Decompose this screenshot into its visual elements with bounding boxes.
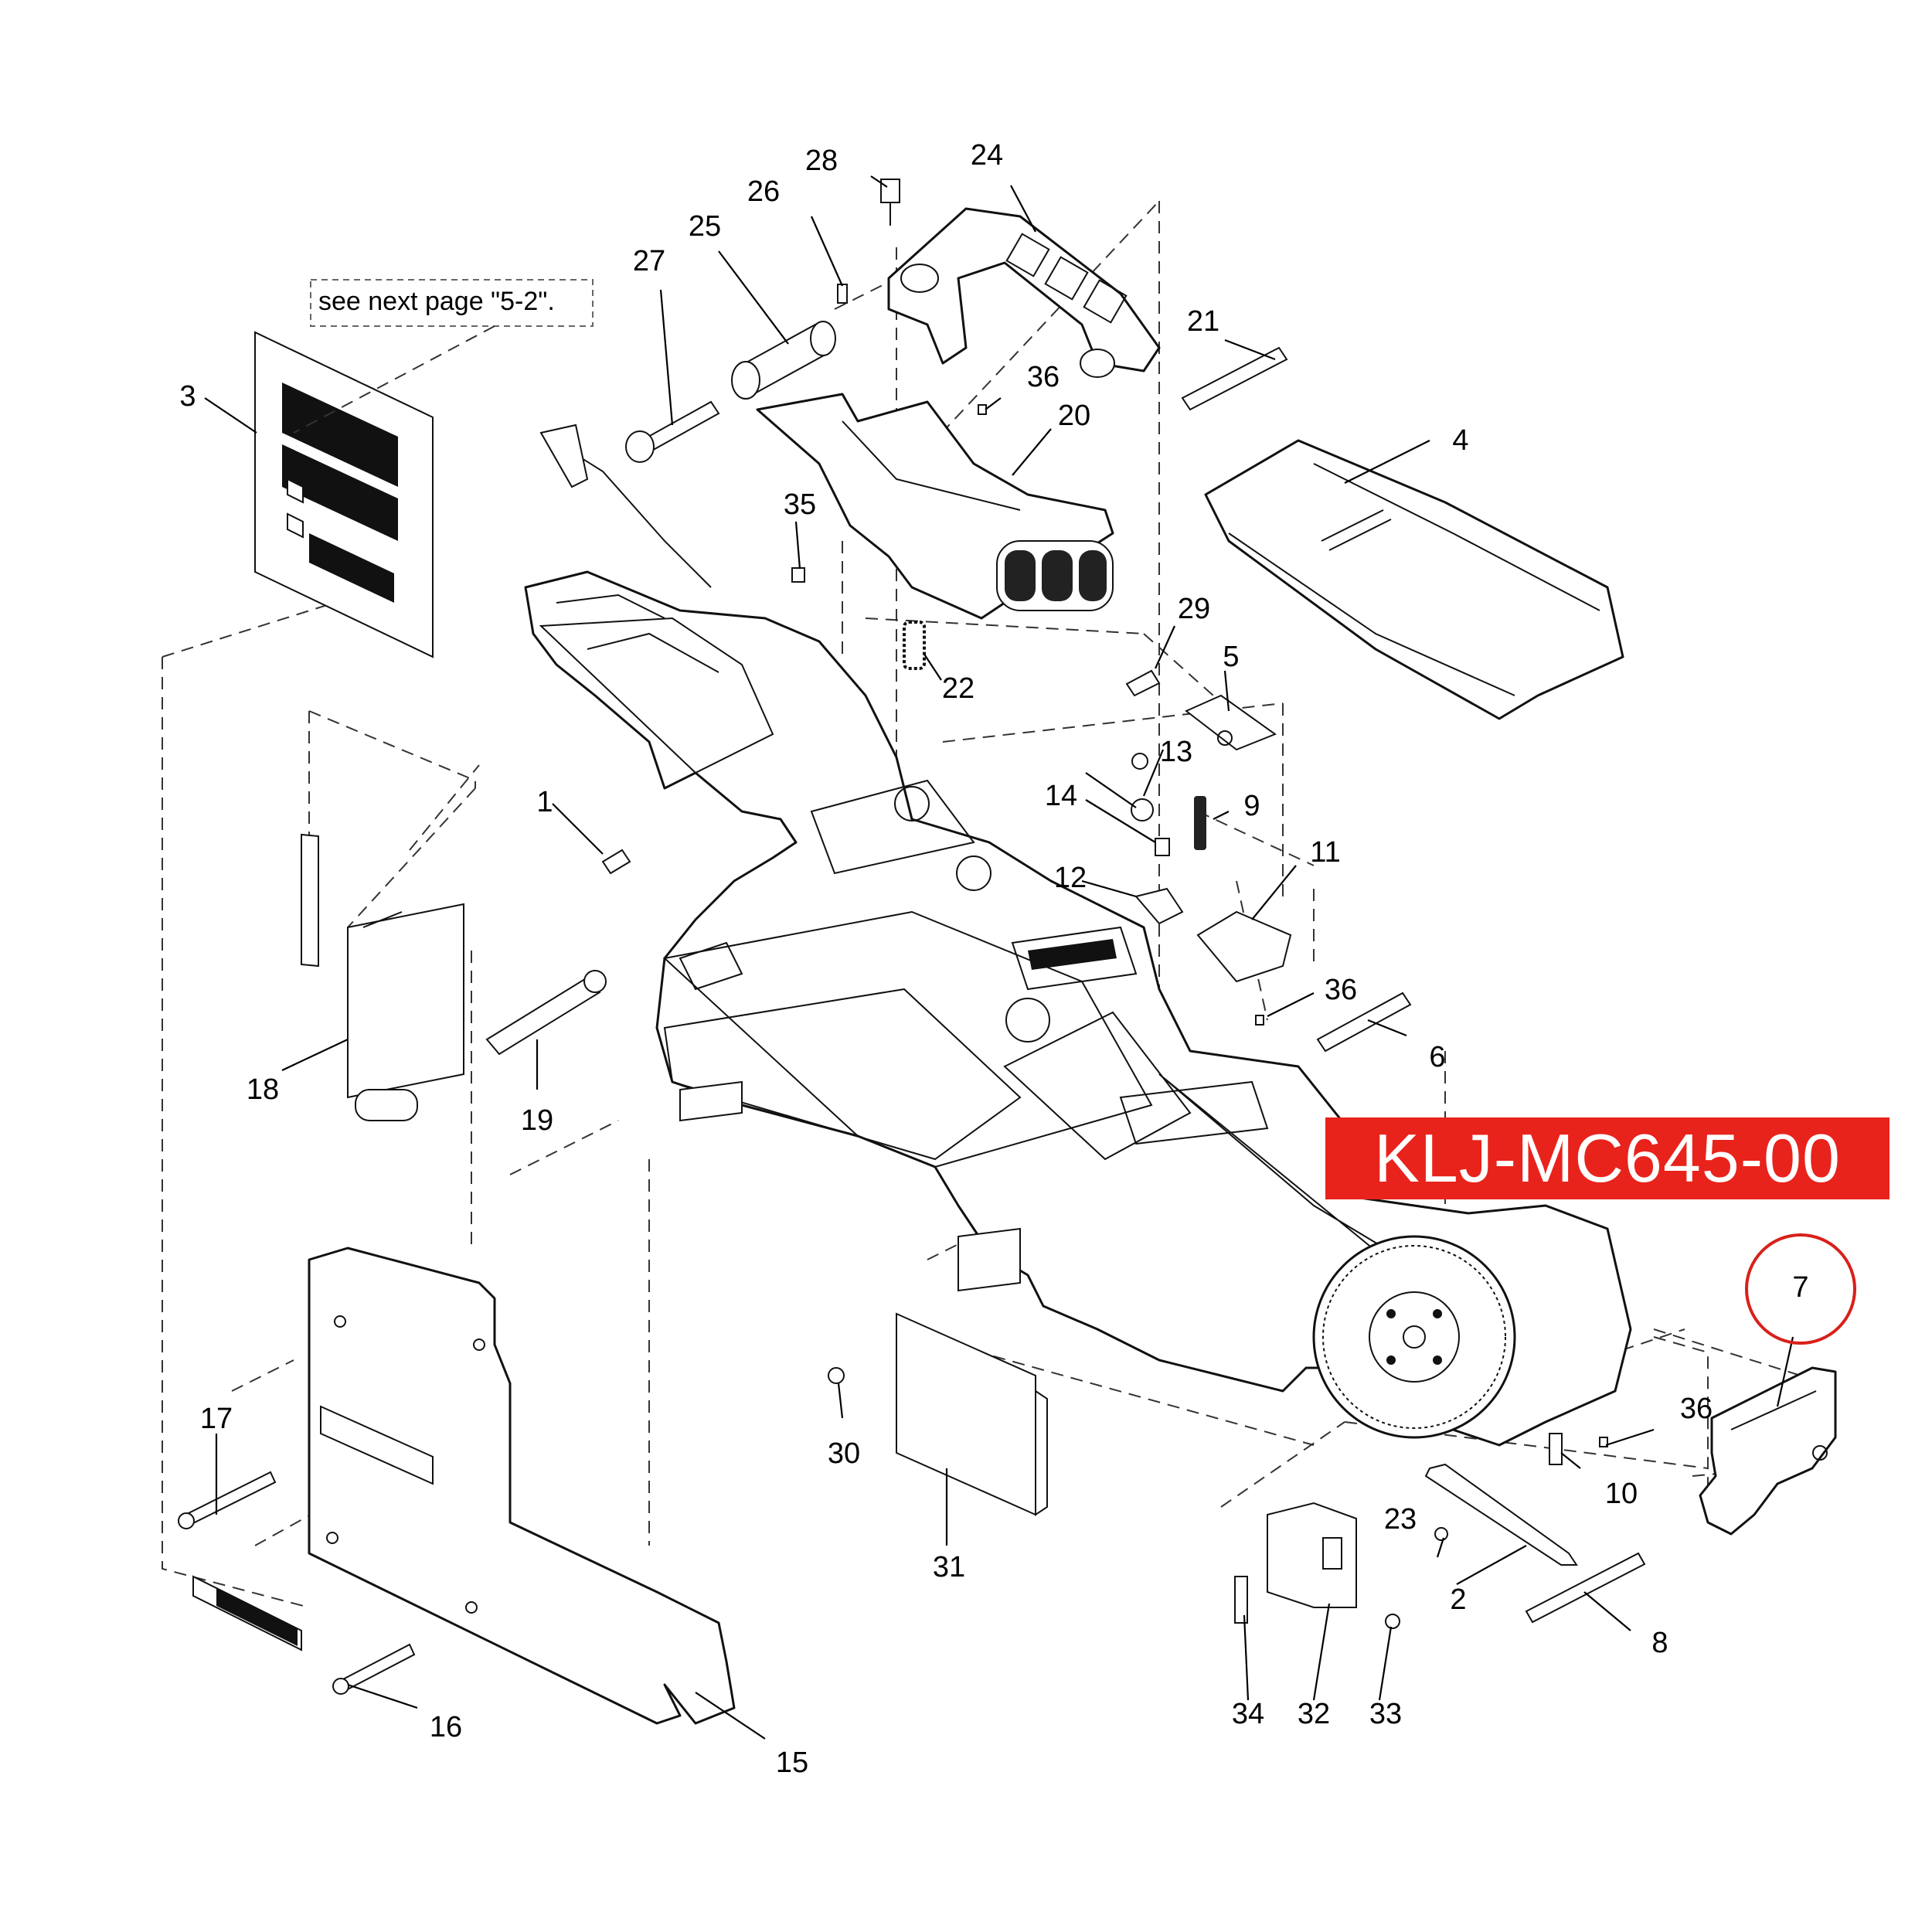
part-17-bolt xyxy=(178,1471,277,1529)
callout-10: 10 xyxy=(1605,1478,1638,1510)
callout-30: 30 xyxy=(828,1437,860,1470)
callout-23: 23 xyxy=(1384,1503,1417,1536)
spring-wire xyxy=(539,423,712,588)
callout-28: 28 xyxy=(805,145,838,177)
part-33-screw xyxy=(1385,1614,1400,1629)
note-see-next-page: see next page "5-2". xyxy=(293,279,594,434)
callout-1: 1 xyxy=(536,786,553,818)
part-4-tape-guide xyxy=(1204,439,1624,720)
callout-11: 11 xyxy=(1310,836,1340,869)
part-34-tab xyxy=(1234,1576,1248,1624)
note-text: see next page "5-2". xyxy=(318,287,555,316)
part-23-screw xyxy=(1434,1527,1448,1541)
part-27-bolt xyxy=(625,400,720,463)
part-22-spring xyxy=(903,621,926,670)
callout-19: 19 xyxy=(521,1104,553,1137)
part-12-bracket xyxy=(1134,887,1184,925)
part-35-pin xyxy=(791,567,805,583)
callout-8: 8 xyxy=(1651,1627,1668,1659)
callout-9: 9 xyxy=(1243,790,1260,822)
callout-13: 13 xyxy=(1160,736,1192,768)
part-5-block xyxy=(1185,694,1277,751)
part-11-block xyxy=(1196,910,1292,983)
product-code-banner: KLJ-MC645-00 xyxy=(1374,1120,1841,1196)
part-28-screw xyxy=(880,179,900,226)
part-6-shaft xyxy=(1316,992,1412,1053)
part-16-bolt xyxy=(332,1643,416,1695)
part-25-sleeve xyxy=(731,321,836,400)
highlight-circle-part-7 xyxy=(1745,1233,1856,1345)
callout-27: 27 xyxy=(633,245,665,277)
callout-4: 4 xyxy=(1452,424,1468,457)
part-7-guide-block xyxy=(1699,1366,1837,1536)
product-code-banner-bg xyxy=(1325,1117,1889,1199)
part-19-pin xyxy=(485,970,607,1056)
part-2-blade xyxy=(1424,1463,1578,1566)
part-21-shaft xyxy=(1181,346,1288,411)
part-30-screw xyxy=(828,1367,845,1384)
callout-3: 3 xyxy=(179,380,196,413)
part-10-pin xyxy=(1549,1433,1563,1465)
part-8-shaft xyxy=(1525,1552,1646,1624)
barcode-strip xyxy=(192,1575,302,1651)
callout-29: 29 xyxy=(1178,593,1210,625)
roller-assembly xyxy=(996,540,1114,611)
callout-5: 5 xyxy=(1223,641,1239,673)
callout-36-top: 36 xyxy=(1027,361,1060,393)
callout-labels: 28 24 26 25 27 21 36 20 4 3 35 29 5 22 1… xyxy=(179,139,1808,1779)
callout-2: 2 xyxy=(1450,1583,1466,1616)
callout-36-mid: 36 xyxy=(1325,974,1357,1006)
part-9-spring xyxy=(1194,796,1206,850)
callout-34: 34 xyxy=(1232,1698,1264,1730)
part-26-pin xyxy=(837,284,848,304)
callout-31: 31 xyxy=(933,1551,965,1583)
part-32-connector xyxy=(1267,1502,1357,1608)
callout-36-right: 36 xyxy=(1680,1393,1713,1425)
callout-24: 24 xyxy=(971,139,1003,172)
sprocket-wheel xyxy=(1312,1235,1516,1439)
callout-18: 18 xyxy=(247,1073,279,1106)
callout-25: 25 xyxy=(689,210,721,243)
callout-20: 20 xyxy=(1058,400,1090,432)
callout-6: 6 xyxy=(1429,1041,1445,1073)
callout-32: 32 xyxy=(1298,1698,1330,1730)
label-plate-part-3 xyxy=(254,331,434,658)
callout-16: 16 xyxy=(430,1711,462,1743)
part-36-small-screws xyxy=(978,404,1608,1447)
callout-22: 22 xyxy=(942,672,975,705)
part-20-arm xyxy=(756,393,1114,620)
part-15-side-cover xyxy=(308,1247,736,1725)
leader-lines xyxy=(204,175,1794,1740)
part-24-handle xyxy=(887,207,1161,378)
part-31-plate xyxy=(896,1312,1048,1516)
callout-35: 35 xyxy=(784,488,816,521)
part-1-pin xyxy=(601,849,631,875)
part-13-14-screws xyxy=(1131,753,1170,856)
callout-26: 26 xyxy=(747,175,780,208)
callout-14: 14 xyxy=(1045,780,1077,812)
callout-17: 17 xyxy=(200,1403,233,1435)
part-29-pin xyxy=(1125,669,1161,697)
callout-7[interactable]: 7 xyxy=(1792,1271,1808,1304)
part-18-plate xyxy=(301,833,464,1121)
feeder-main-body xyxy=(524,570,1632,1447)
callout-33: 33 xyxy=(1369,1698,1402,1730)
callout-12: 12 xyxy=(1054,862,1087,894)
callout-15: 15 xyxy=(776,1747,808,1779)
callout-21: 21 xyxy=(1187,305,1219,338)
